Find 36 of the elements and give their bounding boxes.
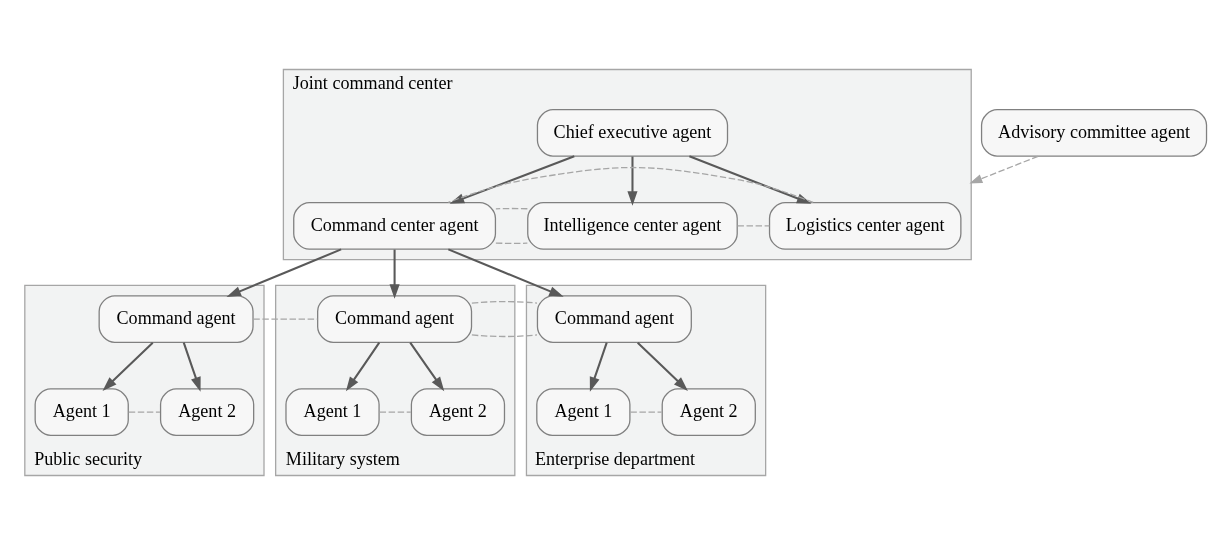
arrow [345, 341, 381, 391]
connector [495, 207, 528, 210]
node-box: Logistics center agent [768, 201, 962, 250]
connector [447, 166, 814, 203]
node-box: Agent 2 [661, 387, 756, 436]
node-box: Agent 2 [159, 387, 255, 436]
node-box: Intelligence center agent [527, 201, 738, 250]
node-box: Agent 1 [536, 387, 631, 436]
node-box: Command center agent [293, 201, 497, 250]
arrow [969, 155, 1039, 183]
connector [495, 241, 528, 244]
arrow [449, 154, 575, 204]
node-box: Agent 2 [410, 387, 506, 436]
connector [629, 411, 663, 413]
connector [128, 411, 161, 413]
node-box: Command agent [317, 294, 473, 343]
connector [252, 317, 318, 320]
arrow [182, 341, 201, 392]
node-box: Agent 1 [34, 387, 129, 436]
arrow [102, 341, 154, 391]
node-box: Advisory committee agent [980, 108, 1208, 157]
node-box: Agent 1 [285, 387, 380, 436]
connector [736, 224, 771, 227]
arrow [409, 341, 445, 391]
node-box: Chief executive agent [536, 108, 729, 157]
node-box: Command agent [98, 294, 254, 343]
arrow [589, 341, 608, 392]
arrow [637, 341, 688, 391]
connector [471, 300, 538, 337]
arrow [447, 247, 564, 297]
arrow [689, 154, 812, 204]
arrow [627, 156, 638, 206]
arrow [226, 247, 342, 297]
arrow [389, 249, 400, 299]
node-box: Command agent [536, 294, 692, 343]
connector [378, 411, 412, 413]
